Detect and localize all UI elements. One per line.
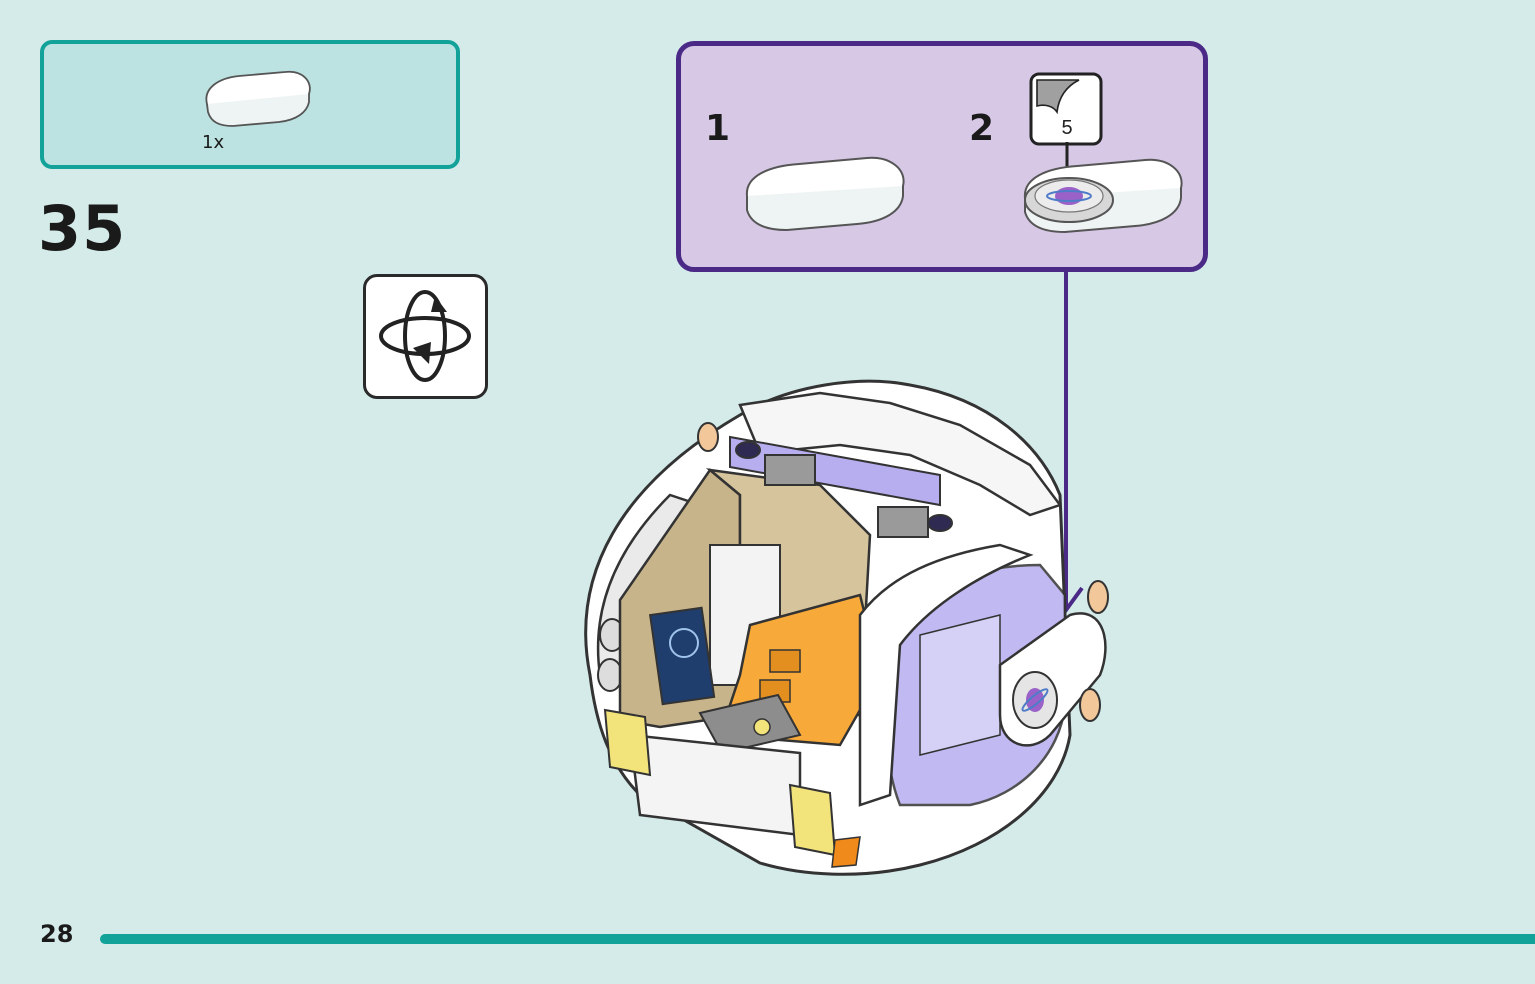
sub-assembly-callout: 1 2 5 (676, 41, 1208, 272)
sub-step-1-number: 1 (705, 108, 731, 149)
rotate-model-icon (379, 290, 471, 382)
planet-sticker-icon (1055, 187, 1083, 205)
tile-part-sub-step-2 (1023, 158, 1183, 234)
parts-count: 1x (202, 132, 225, 153)
parts-list-box: 1x (40, 40, 460, 169)
sub-step-2-number: 2 (969, 108, 995, 149)
page-number: 28 (40, 920, 74, 948)
sticker-number: 5 (1061, 117, 1072, 139)
tile-2x4-rounded-part (205, 70, 311, 127)
pod-model-illustration (584, 379, 1109, 876)
rotate-model-box (363, 274, 488, 399)
tile-part-sub-step-1 (745, 156, 905, 232)
footer-bar (100, 934, 1535, 944)
step-number: 35 (38, 192, 127, 265)
sticker-icon: 5 (1029, 72, 1103, 146)
